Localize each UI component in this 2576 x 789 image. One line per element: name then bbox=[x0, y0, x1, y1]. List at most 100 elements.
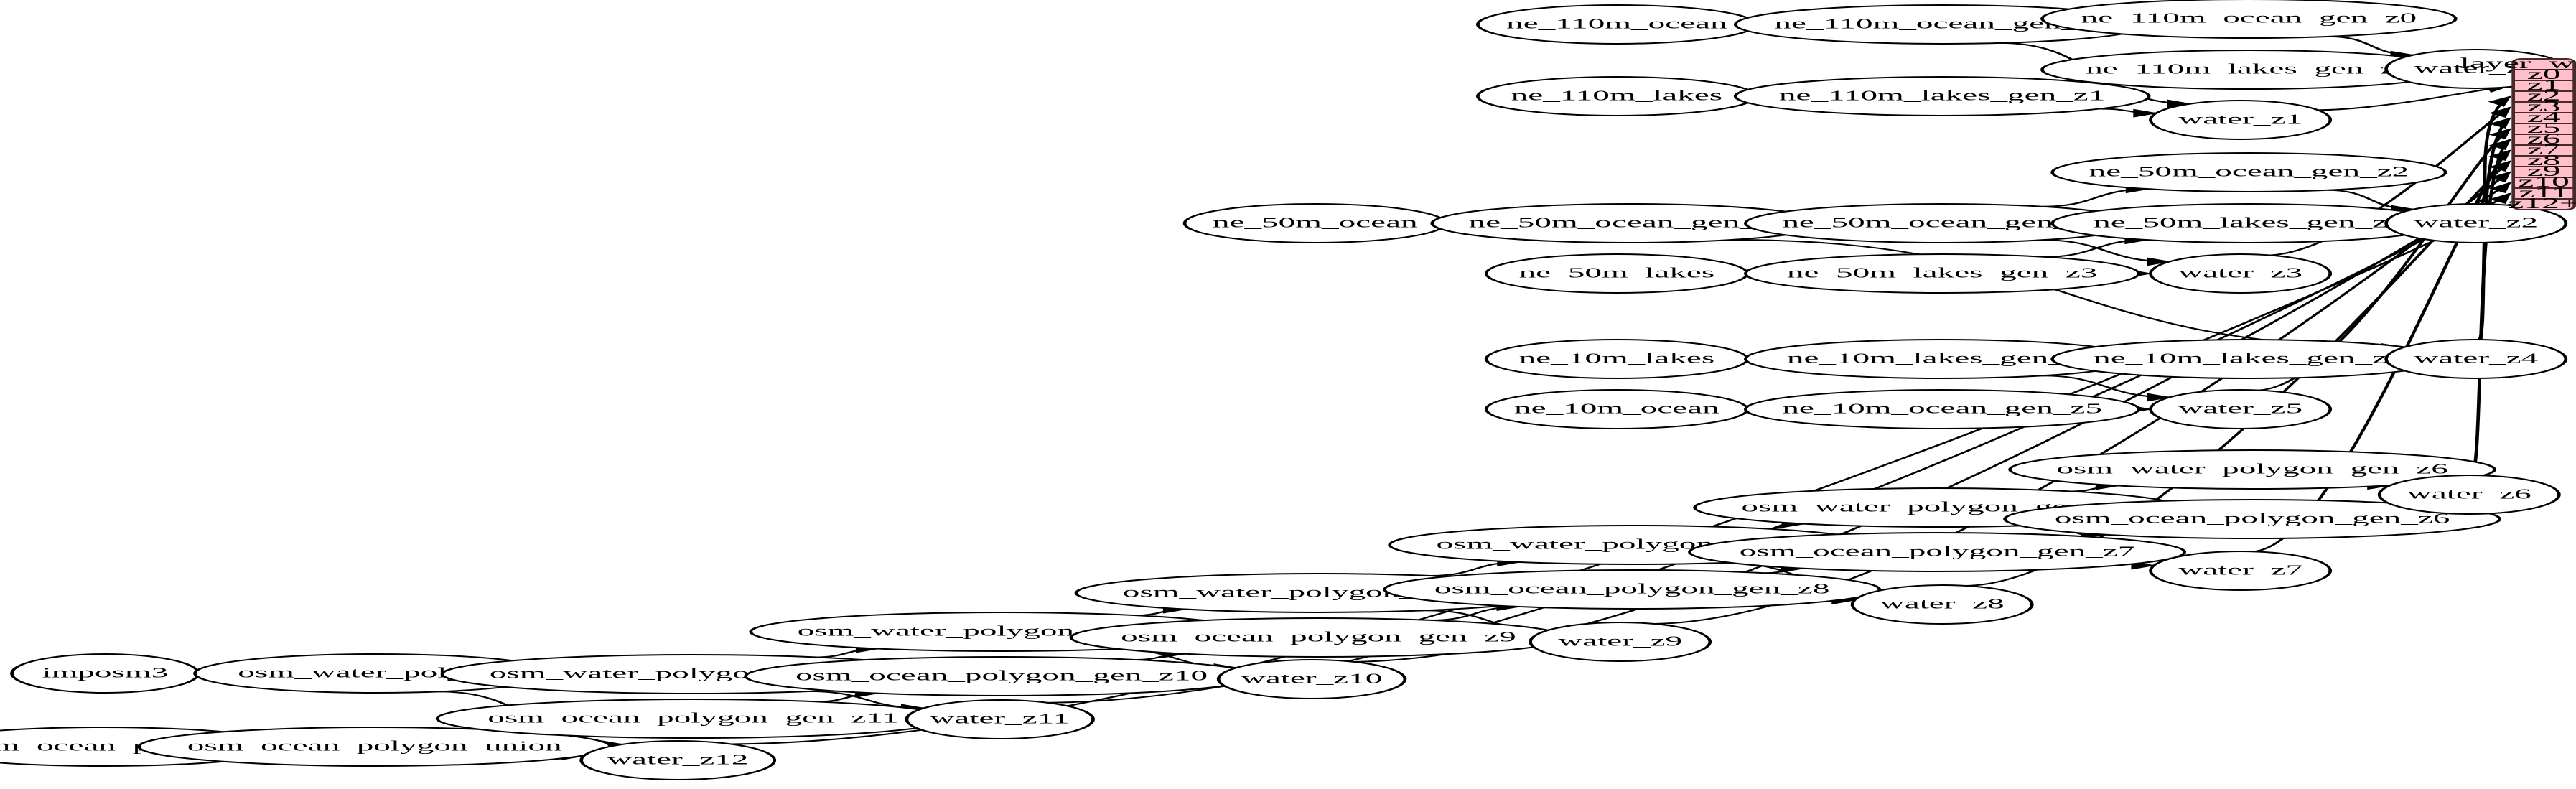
node-label: water_z2 bbox=[2414, 215, 2538, 230]
graph-node-osm_ocean_polygon_gen_z9[interactable]: osm_ocean_polygon_gen_z9 bbox=[1069, 617, 1568, 658]
graph-node-osm_ocean_polygon_gen_z6[interactable]: osm_ocean_polygon_gen_z6 bbox=[2003, 499, 2502, 539]
record-row-z11[interactable]: z11 bbox=[2519, 185, 2569, 201]
record-row-z10[interactable]: z10 bbox=[2518, 174, 2570, 190]
record-row-z0[interactable]: z0 bbox=[2527, 66, 2561, 83]
record-row-z9[interactable]: z9 bbox=[2527, 163, 2561, 179]
graph-node-osm_ocean_polygon_gen_z8[interactable]: osm_ocean_polygon_gen_z8 bbox=[1383, 569, 1882, 610]
graph-node-water_z11[interactable]: water_z11 bbox=[905, 699, 1095, 739]
graph-node-ne_10m_lakes_gen_z5[interactable]: ne_10m_lakes_gen_z5 bbox=[1743, 339, 2141, 379]
edge-arrowhead bbox=[2488, 149, 2511, 162]
node-label: ne_110m_ocean_gen_z1 bbox=[1774, 16, 2110, 32]
graph-node-ne_10m_ocean[interactable]: ne_10m_ocean bbox=[1484, 389, 1750, 429]
graph-node-osm_ocean_polygon_gen_z11[interactable]: osm_ocean_polygon_gen_z11 bbox=[435, 699, 951, 739]
graph-node-water_z1[interactable]: water_z1 bbox=[2149, 100, 2333, 140]
node-label: ne_50m_ocean_gen_z2 bbox=[2089, 164, 2409, 179]
graph-node-water_z5[interactable]: water_z5 bbox=[2149, 389, 2333, 429]
graph-node-ne_110m_lakes_gen_z0[interactable]: ne_110m_lakes_gen_z0 bbox=[2040, 50, 2458, 90]
graph-edge bbox=[2269, 106, 2511, 256]
node-label: water_z11 bbox=[930, 711, 1070, 727]
graph-node-water_z6[interactable]: water_z6 bbox=[2377, 475, 2561, 515]
graph-node-water_z10[interactable]: water_z10 bbox=[1216, 659, 1407, 699]
graph-node-ne_110m_ocean_gen_z0[interactable]: ne_110m_ocean_gen_z0 bbox=[2040, 0, 2458, 39]
record-row-z5[interactable]: z5 bbox=[2527, 120, 2561, 136]
record-row-z6[interactable]: z6 bbox=[2527, 131, 2561, 147]
node-label: osm_ocean_polygon_union bbox=[187, 738, 562, 754]
node-label: water_z10 bbox=[1241, 671, 1383, 686]
edge-arrowhead bbox=[2133, 108, 2159, 118]
record-row-z2[interactable]: z2 bbox=[2527, 88, 2561, 104]
node-ellipse bbox=[2003, 499, 2502, 539]
node-label: water_z7 bbox=[2178, 562, 2302, 578]
node-ellipse bbox=[1743, 389, 2141, 429]
edge-arrowhead bbox=[2488, 171, 2511, 183]
graph-node-ne_50m_lakes[interactable]: ne_50m_lakes bbox=[1484, 253, 1750, 294]
edge-arrowhead bbox=[2488, 192, 2511, 205]
node-ellipse bbox=[2149, 100, 2333, 140]
graph-node-ne_50m_ocean_gen_z2[interactable]: ne_50m_ocean_gen_z2 bbox=[2050, 152, 2447, 192]
node-label: water_z1 bbox=[2178, 111, 2302, 127]
record-node-layer-water[interactable]: layer_waterz0z1z2z3z4z5z6z7z8z9z10z11z12… bbox=[2460, 55, 2576, 212]
node-label: ne_10m_ocean bbox=[1514, 401, 1719, 416]
node-label: ne_110m_lakes bbox=[1511, 88, 1723, 103]
node-label: water_z0 bbox=[2414, 60, 2538, 76]
graph-node-water_z3[interactable]: water_z3 bbox=[2149, 253, 2333, 294]
graph-edge bbox=[2318, 85, 2511, 111]
record-node-layer: layer_waterz0z1z2z3z4z5z6z7z8z9z10z11z12… bbox=[2460, 55, 2576, 212]
record-row-z7[interactable]: z7 bbox=[2527, 141, 2561, 158]
node-ellipse bbox=[2008, 449, 2497, 490]
graph-node-ne_110m_lakes[interactable]: ne_110m_lakes bbox=[1476, 76, 1758, 116]
record-row-z4[interactable]: z4 bbox=[2527, 109, 2561, 126]
graph-node-ne_110m_lakes_gen_z1[interactable]: ne_110m_lakes_gen_z1 bbox=[1733, 76, 2151, 116]
graph-node-osm_water_polygon_gen_z6[interactable]: osm_water_polygon_gen_z6 bbox=[2008, 449, 2497, 490]
node-label: osm_ocean_polygon_gen_z9 bbox=[1121, 629, 1516, 645]
graph-node-osm_ocean_polygon_gen_z10[interactable]: osm_ocean_polygon_gen_z10 bbox=[744, 656, 1259, 696]
node-ellipse bbox=[2050, 152, 2447, 192]
node-ellipse bbox=[1743, 253, 2141, 294]
graph-node-water_z9[interactable]: water_z9 bbox=[1529, 622, 1712, 662]
node-label: ne_50m_ocean bbox=[1213, 215, 1418, 230]
node-label: water_z5 bbox=[2178, 401, 2302, 416]
graph-node-ne_10m_lakes[interactable]: ne_10m_lakes bbox=[1484, 339, 1750, 379]
node-label: ne_110m_lakes_gen_z1 bbox=[1779, 88, 2105, 103]
node-label: osm_water_polygon_gen_z6 bbox=[2056, 461, 2447, 477]
edge-arrowhead bbox=[2488, 160, 2511, 172]
graph-node-ne_50m_lakes_gen_z2[interactable]: ne_50m_lakes_gen_z2 bbox=[2050, 203, 2447, 243]
node-ellipse bbox=[2149, 551, 2333, 591]
graph-node-ne_10m_ocean_gen_z5[interactable]: ne_10m_ocean_gen_z5 bbox=[1743, 389, 2141, 429]
graph-node-water_z12[interactable]: water_z12 bbox=[579, 740, 777, 780]
node-label: water_z6 bbox=[2407, 486, 2531, 502]
record-row-z8[interactable]: z8 bbox=[2527, 152, 2561, 169]
graph-node-ne_50m_ocean[interactable]: ne_50m_ocean bbox=[1182, 203, 1447, 243]
node-label: ne_50m_ocean_gen_z4 bbox=[1469, 215, 1789, 230]
record-row-z12+[interactable]: z12+ bbox=[2508, 195, 2576, 212]
edge-arrowhead bbox=[2488, 106, 2511, 118]
graph-node-water_z4[interactable]: water_z4 bbox=[2384, 339, 2568, 379]
node-label: ne_110m_lakes_gen_z0 bbox=[2086, 61, 2412, 77]
node-ellipse bbox=[579, 740, 777, 780]
record-row-z3[interactable]: z3 bbox=[2527, 98, 2561, 115]
node-ellipse bbox=[2377, 475, 2561, 515]
graph-node-ne_50m_ocean_gen_z3[interactable]: ne_50m_ocean_gen_z3 bbox=[1743, 203, 2141, 243]
graph-node-ne_110m_ocean[interactable]: ne_110m_ocean bbox=[1476, 4, 1758, 45]
node-label: osm_ocean_polygon_gen_z11 bbox=[487, 710, 898, 726]
graph-node-imposm3[interactable]: imposm3 bbox=[10, 653, 200, 694]
node-label: water_z3 bbox=[2178, 265, 2302, 281]
node-label: ne_50m_lakes_gen_z2 bbox=[2094, 215, 2404, 230]
graph-node-ne_50m_lakes_gen_z3[interactable]: ne_50m_lakes_gen_z3 bbox=[1743, 253, 2141, 294]
graph-node-osm_ocean_polygon_gen_z7[interactable]: osm_ocean_polygon_gen_z7 bbox=[1688, 532, 2187, 572]
graph-node-ne_50m_ocean_gen_z4[interactable]: ne_50m_ocean_gen_z4 bbox=[1430, 203, 1827, 243]
graph-node-water_z8[interactable]: water_z8 bbox=[1850, 584, 2034, 625]
node-label: ne_10m_lakes bbox=[1519, 350, 1715, 366]
node-label: ne_50m_lakes_gen_z3 bbox=[1787, 265, 2098, 281]
record-row-z1[interactable]: z1 bbox=[2527, 77, 2561, 93]
edge-arrowhead bbox=[2488, 182, 2511, 194]
edge-arrowhead bbox=[2488, 128, 2511, 140]
graph-node-water_z2[interactable]: water_z2 bbox=[2384, 203, 2568, 243]
edge-arrowhead bbox=[2488, 139, 2511, 151]
edge-arrowhead bbox=[2147, 393, 2173, 402]
graph-node-water_z7[interactable]: water_z7 bbox=[2149, 551, 2333, 591]
node-label: ne_50m_lakes bbox=[1519, 265, 1715, 281]
